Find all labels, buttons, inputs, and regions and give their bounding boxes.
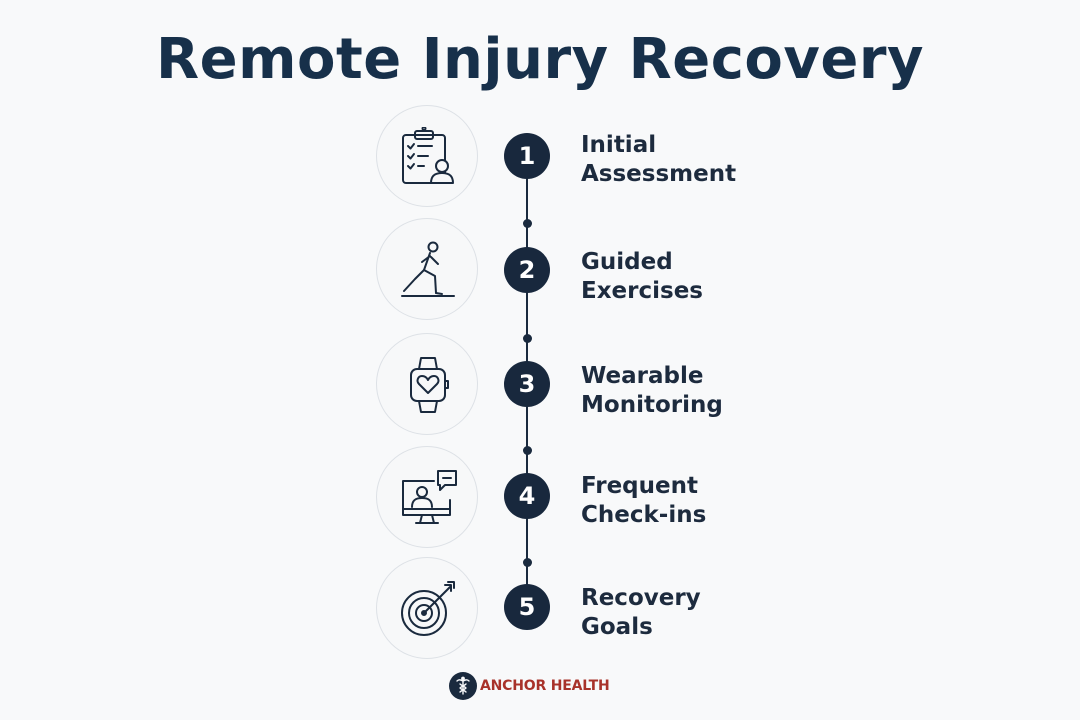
smartwatch-heart-icon	[376, 333, 478, 435]
step-number-badge: 5	[504, 584, 550, 630]
step-number-badge: 1	[504, 133, 550, 179]
target-arrow-icon	[376, 557, 478, 659]
step-label-line: Recovery	[581, 585, 701, 611]
step-label-line: Wearable	[581, 363, 704, 389]
step-number-badge: 3	[504, 361, 550, 407]
step-label: Initial Assessment	[581, 131, 821, 189]
step-label-line: Frequent	[581, 473, 698, 499]
step-number-badge: 2	[504, 247, 550, 293]
video-call-monitor-icon	[376, 446, 478, 548]
connector-dot	[522, 334, 532, 343]
step-label-line: Exercises	[581, 278, 703, 304]
step-number-badge: 4	[504, 473, 550, 519]
step-label: Wearable Monitoring	[581, 362, 821, 420]
clipboard-checklist-icon	[376, 105, 478, 207]
step-label: Recovery Goals	[581, 584, 821, 642]
step-label-line: Monitoring	[581, 392, 723, 418]
step-label: Guided Exercises	[581, 248, 821, 306]
connector-dot	[522, 219, 532, 228]
lunge-exercise-icon	[376, 218, 478, 320]
step-label: Frequent Check-ins	[581, 472, 821, 530]
step-label-line: Check-ins	[581, 502, 707, 528]
step-label-line: Assessment	[581, 161, 737, 187]
step-label-line: Goals	[581, 614, 653, 640]
caduceus-logo-icon	[449, 672, 477, 700]
step-label-line: Initial	[581, 132, 657, 158]
connector-dot	[522, 558, 532, 567]
brand-footer: ANCHOR HEALTH	[449, 672, 649, 702]
step-label-line: Guided	[581, 249, 673, 275]
brand-name: ANCHOR HEALTH	[480, 678, 610, 694]
page-title: Remote Injury Recovery	[156, 27, 924, 92]
connector-dot	[522, 446, 532, 455]
